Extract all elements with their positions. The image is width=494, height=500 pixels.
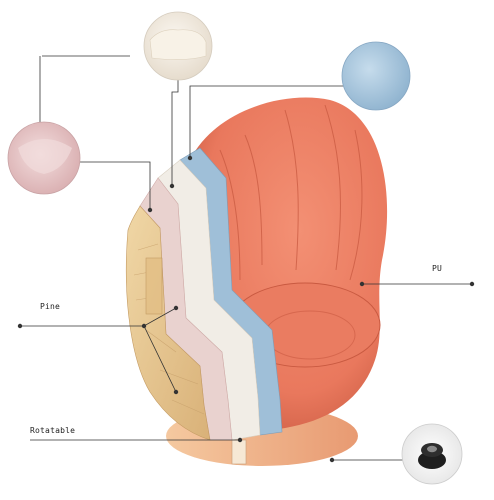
leader-dots — [17, 155, 475, 463]
rotatable-label: Rotatable — [30, 426, 76, 435]
leader-lines — [20, 55, 472, 461]
pu-quilt-lines — [219, 104, 363, 281]
fabric-sample-circle — [341, 41, 411, 111]
foam-sample-circle — [143, 11, 213, 81]
cotton-sample-circle — [7, 121, 81, 195]
wood-grain — [133, 243, 205, 415]
pine-label: Pine — [40, 302, 61, 311]
pu-label: PU — [432, 264, 443, 273]
swivel-base-circle — [401, 423, 463, 485]
